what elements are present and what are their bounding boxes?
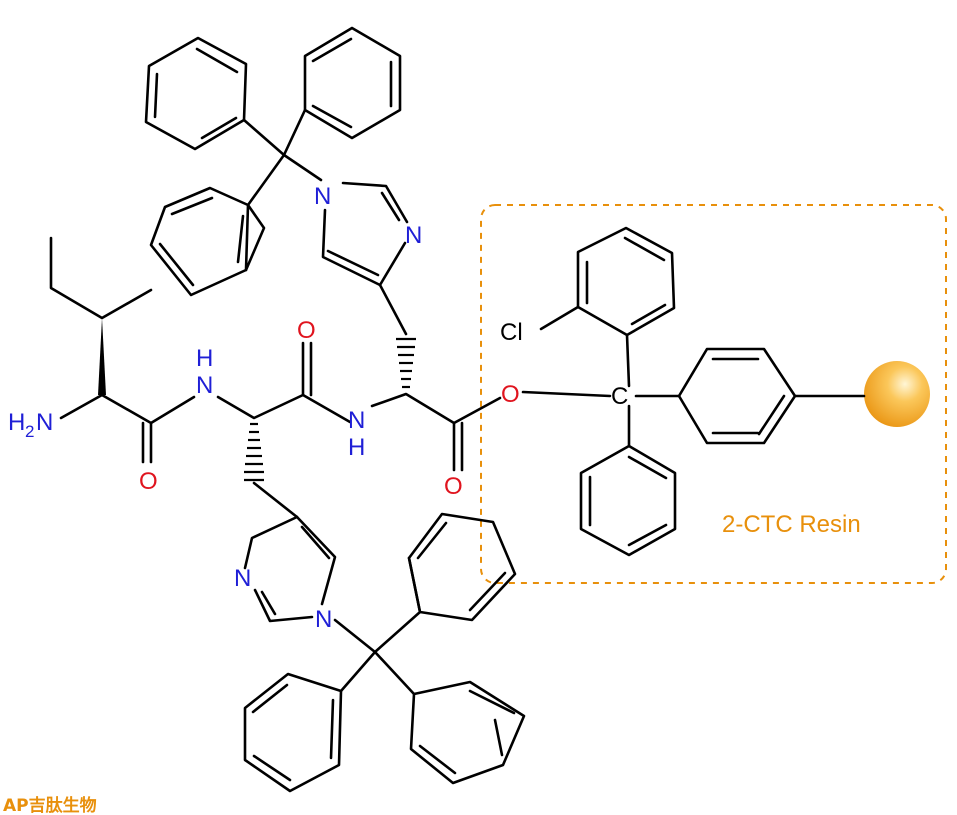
ester-o: O bbox=[501, 381, 520, 408]
amide-n-right: N bbox=[348, 407, 365, 434]
carbonyl-o-middle: O bbox=[297, 317, 316, 344]
amine-h: H bbox=[8, 409, 25, 436]
amide-n-left: N bbox=[196, 372, 213, 399]
imidazole-n-lower: N bbox=[234, 565, 251, 592]
resin-box bbox=[480, 204, 947, 584]
resin-label: 2-CTC Resin bbox=[722, 511, 861, 538]
resin-bead bbox=[864, 361, 930, 427]
upper-trityl-group bbox=[144, 26, 402, 297]
carbonyl-o-right: O bbox=[444, 473, 463, 500]
central-carbon: C bbox=[611, 383, 628, 410]
amide-h-left: H bbox=[196, 345, 213, 372]
amide-h-right: H bbox=[348, 434, 365, 461]
isoleucine-residue bbox=[49, 236, 196, 464]
histidine-middle-residue bbox=[216, 341, 377, 654]
imidazole-n-upper: N bbox=[405, 222, 422, 249]
imidazole-n-upper-trityl: N bbox=[314, 183, 331, 210]
chlorine-atom: Cl bbox=[500, 319, 523, 346]
amine-n: N bbox=[36, 409, 53, 436]
lower-trityl-group bbox=[243, 512, 526, 793]
amine-subscript: 2 bbox=[25, 422, 34, 441]
imidazole-n-lower-trityl: N bbox=[315, 606, 332, 633]
watermark-logo: AP吉肽生物 bbox=[3, 795, 97, 815]
carbonyl-o-left: O bbox=[139, 468, 158, 495]
chlorotrityl-linker bbox=[521, 226, 866, 557]
atom-labels: H 2 N N H O O N H O O N N N N Cl C bbox=[8, 183, 628, 633]
histidine-upper-residue bbox=[282, 153, 502, 472]
